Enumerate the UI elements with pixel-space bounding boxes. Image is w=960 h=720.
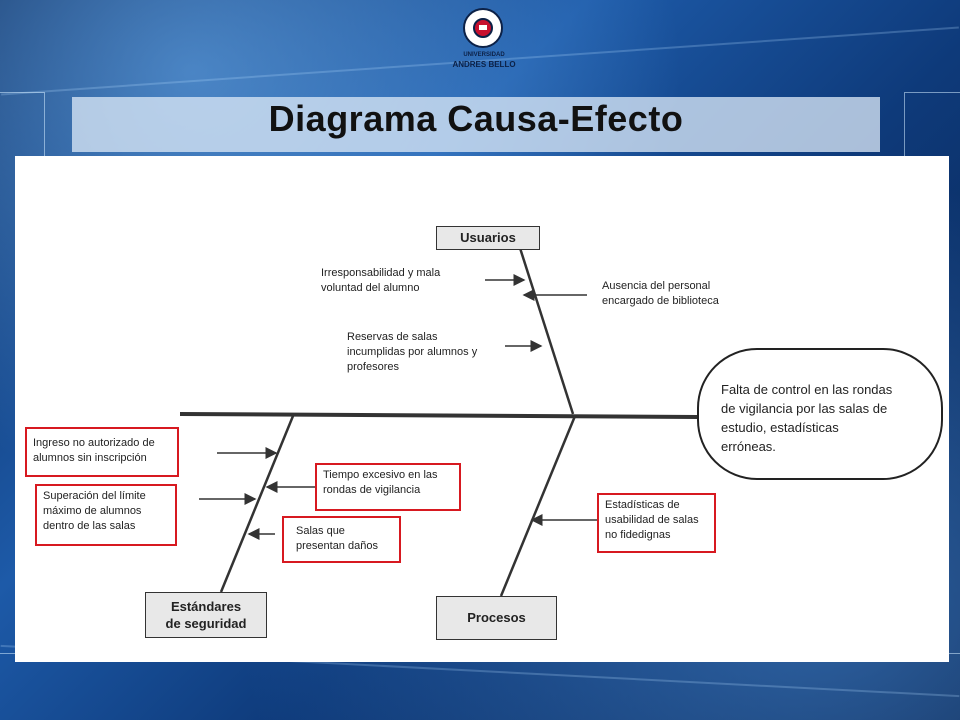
logo-line-2: ANDRES BELLO [452,60,516,69]
fishbone-lines [179,247,698,597]
university-seal-icon [463,8,503,48]
cause-irresponsabilidad: Irresponsabilidad y mala voluntad del al… [321,267,441,294]
diagram-panel: Usuarios Estándares de seguridad Proceso… [15,156,949,662]
category-estandares: Estándares de seguridad [145,592,267,638]
cause-ausencia: Ausencia del personal encargado de bibli… [602,280,719,307]
category-usuarios: Usuarios [436,226,540,250]
effect-box: Falta de control en las rondas de vigila… [697,348,943,480]
bone-usuarios [518,247,575,415]
logo-line-1: UNIVERSIDAD [463,52,505,58]
university-logo: UNIVERSIDAD ANDRES BELLO [449,8,519,80]
title-bar [72,97,880,152]
cause-ingreso: Ingreso no autorizado de alumnos sin ins… [25,427,179,477]
bone-estandares [219,415,295,593]
cause-tiempo: Tiempo excesivo en las rondas de vigilan… [315,463,461,511]
cause-reservas: Reservas de salas incumplidas por alumno… [347,331,478,373]
bone-procesos [499,415,577,597]
cause-superacion: Superación del límite máximo de alumnos … [35,484,177,546]
slide-title: Diagrama Causa-Efecto [268,98,684,139]
cause-salas: Salas que presentan daños [282,516,401,563]
fishbone-spine [179,412,698,419]
cause-estadisticas: Estadísticas de usabilidad de salas no f… [597,493,716,553]
category-procesos: Procesos [436,596,557,640]
